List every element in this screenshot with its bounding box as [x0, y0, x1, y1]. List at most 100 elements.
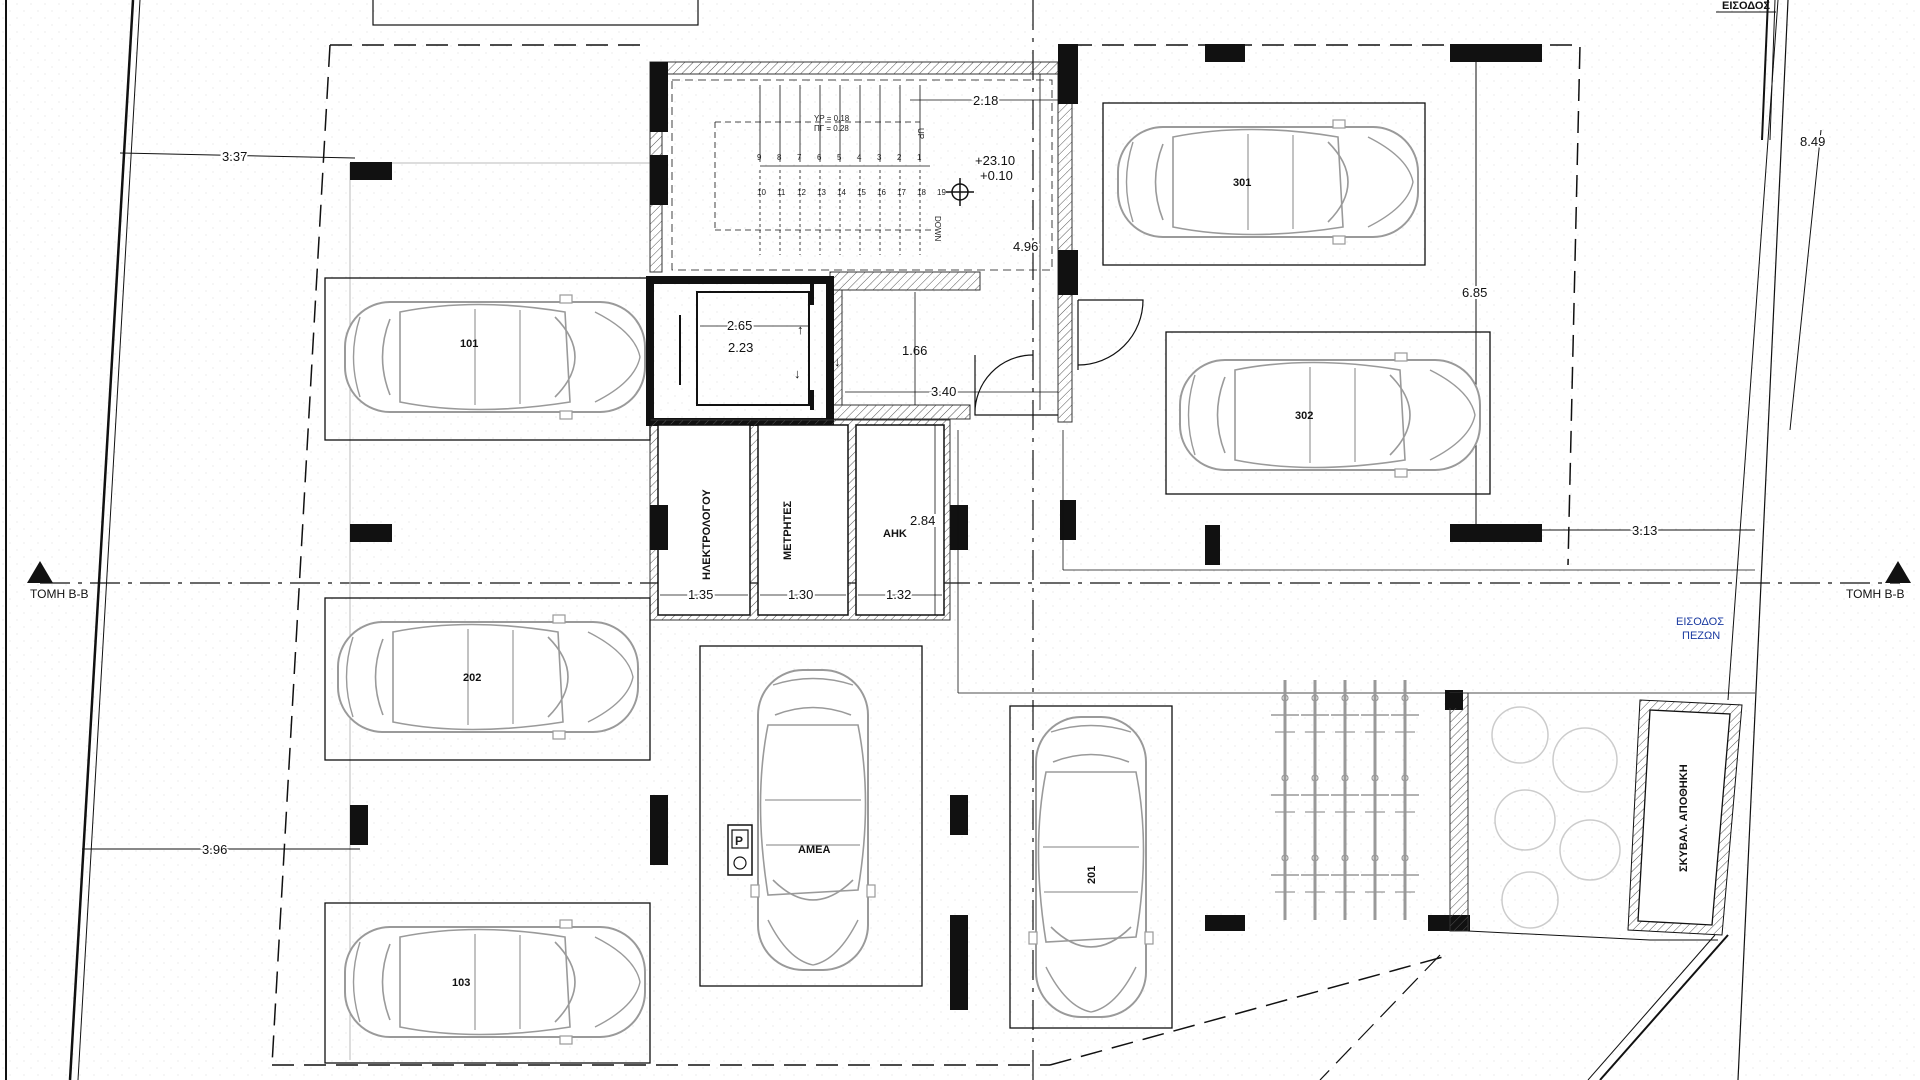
footprint-diagonal: [1319, 954, 1441, 1080]
section-label-left: ΤΟΜΗ Β-Β: [30, 587, 88, 601]
waste-store-label: ΣΚΥΒΑΛ. ΑΠΟΘΗΚΗ: [1678, 764, 1690, 872]
dim-3-13: 3.13: [1632, 523, 1657, 538]
room-label-meters: ΜΕΤΡΗΤΕΣ: [782, 500, 794, 560]
svg-text:4: 4: [857, 153, 862, 162]
column: [1060, 500, 1076, 540]
svg-text:7: 7: [797, 153, 802, 162]
parking-label-302: 302: [1295, 410, 1313, 422]
parking-bay-202: [324, 597, 651, 761]
lift-arrow-down: ↓: [834, 354, 841, 369]
svg-text:16: 16: [877, 188, 886, 197]
column: [1450, 44, 1542, 62]
column: [950, 795, 968, 835]
stair-going-label: ΠΓ = 0.28: [814, 124, 849, 133]
door-swing: [974, 354, 1058, 416]
svg-text:12: 12: [797, 188, 806, 197]
room-label-electrician: ΗΛΕΚΤΡΟΛΟΓΟΥ: [701, 489, 713, 580]
section-arrow-right: [1885, 561, 1911, 583]
svg-text:3: 3: [877, 153, 882, 162]
svg-text:17: 17: [897, 188, 906, 197]
stair-outline: [671, 79, 1053, 271]
boundary-diagonal: [1587, 934, 1716, 1080]
room-ahk: [855, 424, 945, 616]
entrance-gate-line-2: [1769, 0, 1776, 141]
column: [350, 524, 392, 542]
dim-2-18: 2.18: [973, 93, 998, 108]
column: [650, 155, 668, 205]
dim-8-49: 8.49: [1800, 134, 1825, 149]
parking-bay-103: [324, 902, 651, 1064]
svg-text:9: 9: [757, 153, 762, 162]
column: [350, 162, 392, 180]
svg-text:14: 14: [837, 188, 846, 197]
planting-border: [1467, 930, 1718, 941]
svg-text:5: 5: [837, 153, 842, 162]
stair-down-label: DOWN: [933, 216, 942, 242]
core-wall-bottom: [829, 404, 971, 420]
parking-bay-301: [1102, 102, 1426, 266]
level-bottom: +0.10: [980, 168, 1013, 183]
svg-text:19: 19: [937, 188, 946, 197]
stair-riser-label: ΥΡ = 0.18: [814, 114, 850, 123]
parking-label-201: 201: [1086, 866, 1098, 884]
dim-1-32: 1.32: [886, 587, 911, 602]
dim-1-35: 1.35: [688, 587, 713, 602]
column: [950, 505, 968, 550]
column: [1450, 524, 1542, 542]
right-property-line-inner: [1727, 0, 1779, 701]
left-property-line-inner: [77, 0, 141, 1080]
svg-text:1: 1: [917, 153, 922, 162]
column: [350, 805, 368, 845]
lift-arrow-down: ↓: [794, 366, 801, 381]
column: [1058, 44, 1078, 104]
bike-wall: [1449, 692, 1469, 932]
svg-text:P: P: [735, 834, 743, 848]
level-top: +23.10: [975, 153, 1015, 168]
column: [1445, 693, 1463, 708]
column: [1205, 915, 1245, 931]
parking-label-301: 301: [1233, 177, 1251, 189]
dim-3-40: 3.40: [931, 384, 956, 399]
vehicle-entrance-label: ΕΙΣΟΔΟΣ: [1722, 0, 1770, 12]
svg-text:2: 2: [897, 153, 902, 162]
room-label-ahk: ΑΗΚ: [883, 528, 907, 540]
stair-treads-upper: [759, 85, 921, 162]
dim-6-85: 6.85: [1462, 285, 1487, 300]
parking-label-103: 103: [452, 977, 470, 989]
column: [1058, 250, 1078, 295]
svg-text:11: 11: [777, 188, 786, 197]
parking-bay-302: [1165, 331, 1491, 495]
dim-3-96: 3.96: [202, 842, 227, 857]
svg-text:15: 15: [857, 188, 866, 197]
svg-text:13: 13: [817, 188, 826, 197]
stair-treads-lower: [759, 170, 921, 255]
stair-step-numbers-lower: 10 11 12 13 14 15 16 17 18 19: [757, 188, 946, 197]
stair-up-label: UP: [916, 128, 925, 139]
waste-store: [1637, 709, 1731, 926]
column: [950, 915, 968, 1010]
boundary-diagonal: [1599, 934, 1729, 1080]
top-box: [372, 0, 699, 26]
left-property-line: [68, 0, 135, 1080]
stair-step-numbers-upper: 9 8 7 6 5 4 3 2 1: [757, 153, 922, 162]
right-property-line: [1737, 0, 1789, 1080]
section-arrow-left: [27, 561, 53, 583]
core-wall-top: [649, 61, 1071, 75]
column: [1205, 525, 1220, 565]
svg-text:10: 10: [757, 188, 766, 197]
svg-text:6: 6: [817, 153, 822, 162]
section-label-right: ΤΟΜΗ Β-Β: [1846, 587, 1904, 601]
dim-1-66: 1.66: [902, 343, 927, 358]
parking-bay-101: [324, 277, 651, 441]
dim-2-84: 2.84: [910, 513, 935, 528]
parking-label-101: 101: [460, 338, 478, 350]
footprint-bottom-right: [1049, 954, 1451, 1066]
planting-area: [1491, 706, 1621, 929]
dim-2-65: 2.65: [727, 318, 752, 333]
parking-label-accessible: ΑΜΕΑ: [798, 844, 830, 856]
column: [650, 62, 668, 132]
column: [650, 795, 668, 865]
entrance-gate-line: [1761, 0, 1769, 141]
parking-bay-201: [1009, 705, 1173, 1029]
